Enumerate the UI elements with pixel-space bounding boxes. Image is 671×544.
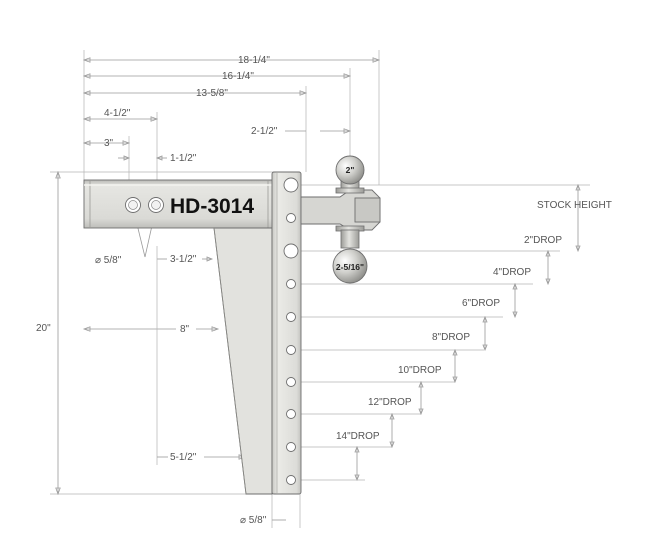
drop-label-4: 4"DROP <box>493 267 531 278</box>
shank-length-label: 8" <box>180 324 190 335</box>
gusset <box>213 227 273 495</box>
shank-holes <box>125 197 164 213</box>
drop-label-8: 8"DROP <box>432 332 470 343</box>
to-first-hole-label: 3" <box>104 138 114 149</box>
riser-hole-diameter-label: ⌀ 5/8" <box>240 515 267 526</box>
bottom-ball-size: 2-5/16" <box>336 262 364 272</box>
to-second-hole-label: 4-1/2" <box>104 108 131 119</box>
length-to-top-ball-label: 16-1/4" <box>222 71 254 82</box>
riser-to-ball-label: 2-1/2" <box>251 126 278 137</box>
drop-label-14: 14"DROP <box>336 431 380 442</box>
drop-label-stock: STOCK HEIGHT <box>537 200 612 211</box>
model-label: HD-3014 <box>170 195 254 218</box>
shank-hole-diameter-label: ⌀ 5/8" <box>95 255 122 266</box>
bottom-ball <box>332 225 368 284</box>
drop-label-12: 12"DROP <box>368 397 412 408</box>
top-ball-size: 2" <box>346 165 355 175</box>
drop-label-2: 2"DROP <box>524 235 562 246</box>
drop-label-6: 6"DROP <box>462 298 500 309</box>
drop-dimension-lines <box>300 183 581 482</box>
riser-height-dimension <box>55 170 61 496</box>
top-dimension-lines <box>82 57 381 161</box>
shank <box>83 179 274 229</box>
hitch-body <box>83 171 381 495</box>
drop-label-10: 10"DROP <box>398 365 442 376</box>
riser-offset-label: 3-1/2" <box>170 254 197 265</box>
overall-length-label: 18-1/4" <box>238 55 270 66</box>
top-ball <box>335 155 365 194</box>
riser-holes <box>283 177 299 485</box>
riser-height-label: 20" <box>36 323 51 334</box>
length-to-riser-label: 13-5/8" <box>196 88 228 99</box>
hole-spacing-label: 1-1/2" <box>170 153 197 164</box>
extension-lines <box>50 50 590 528</box>
riser-bottom-offset-label: 5-1/2" <box>170 452 197 463</box>
